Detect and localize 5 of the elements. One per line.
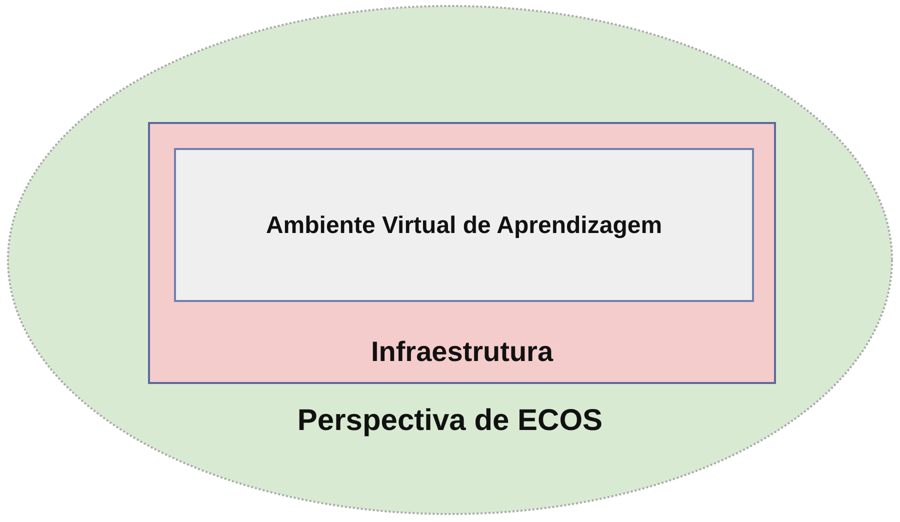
inner-box [174, 148, 754, 302]
box-label: Ambiente Virtual de Aprendizagem [266, 212, 662, 240]
region-label: Perspectiva de ECOS [297, 404, 603, 438]
layer-box [148, 122, 776, 384]
layer-label: Infraestrutura [370, 336, 554, 368]
